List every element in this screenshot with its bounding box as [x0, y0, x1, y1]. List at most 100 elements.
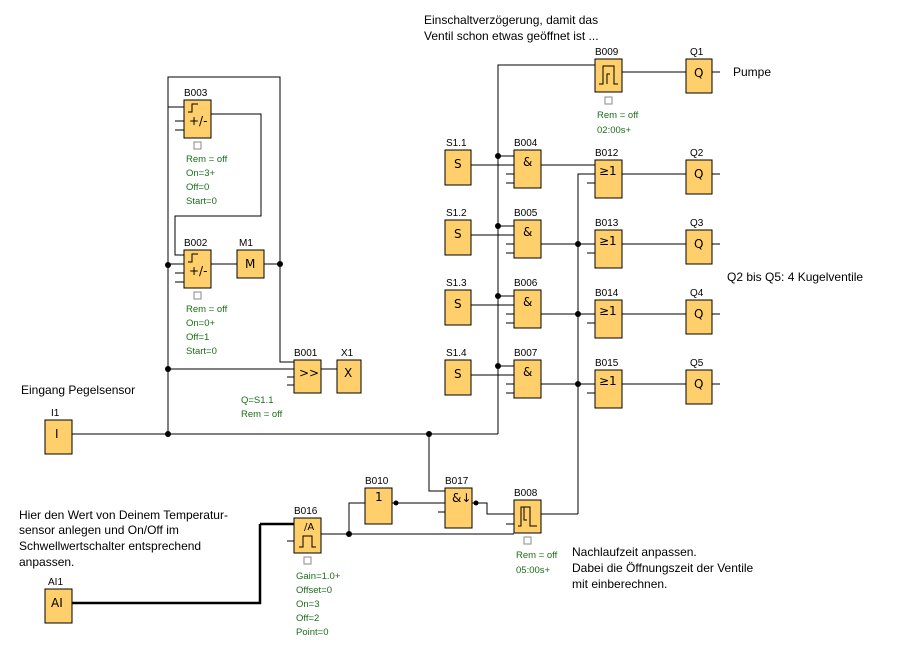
- block-symbol: /A: [304, 522, 314, 533]
- block-label: AI1: [48, 577, 63, 588]
- block-label: S1.3: [446, 278, 467, 289]
- block-label: Q5: [690, 358, 704, 369]
- block-s1-3[interactable]: S1.3 S: [444, 278, 472, 326]
- block-label: B001: [294, 348, 318, 359]
- pumpe-label: Pumpe: [733, 65, 771, 79]
- block-m1[interactable]: M1 M: [236, 238, 265, 279]
- block-label: B016: [294, 506, 318, 517]
- param-text: Start=0: [186, 196, 217, 207]
- block-symbol: S: [454, 367, 462, 381]
- block-symbol: +/-: [189, 264, 207, 278]
- block-label: S1.2: [446, 208, 467, 219]
- block-q5[interactable]: Q5 Q: [685, 358, 713, 405]
- param-text: Rem = off: [241, 409, 283, 420]
- param-text: Gain=1.0+: [296, 571, 341, 582]
- param-text: Rem = off: [186, 154, 228, 165]
- block-symbol: ≥1: [599, 374, 617, 388]
- block-symbol: Q: [694, 377, 703, 391]
- block-b005[interactable]: B005 &: [513, 208, 542, 259]
- temp-note-line1: Hier den Wert von Deinem Temperatur-: [19, 508, 228, 522]
- expand-icon: [604, 96, 613, 105]
- block-q2[interactable]: Q2 Q: [685, 148, 713, 195]
- block-s1-1[interactable]: S1.1 S: [444, 138, 472, 186]
- block-symbol: Q: [694, 237, 703, 251]
- block-symbol: >>: [299, 366, 319, 380]
- block-q4[interactable]: Q4 Q: [685, 288, 713, 335]
- expand-icon: [303, 556, 312, 565]
- block-b015[interactable]: B015 ≥1: [594, 358, 623, 409]
- block-symbol: &: [523, 295, 532, 309]
- block-symbol: &↓: [452, 491, 471, 505]
- block-b003[interactable]: B003 +/- Rem = off On=3+ Off=0 Start=0: [183, 88, 228, 207]
- block-label: B005: [514, 208, 538, 219]
- block-b007[interactable]: B007 &: [513, 348, 542, 399]
- block-b006[interactable]: B006 &: [513, 278, 542, 329]
- expand-icon: [193, 291, 202, 300]
- param-text: Off=0: [186, 182, 209, 193]
- block-label: B004: [514, 138, 538, 149]
- block-b012[interactable]: B012 ≥1: [594, 148, 623, 199]
- block-label: B013: [595, 218, 619, 229]
- block-symbol: S: [454, 227, 462, 241]
- wires: [72, 64, 720, 605]
- param-text: Rem = off: [516, 550, 558, 561]
- block-x1[interactable]: X1 X: [336, 348, 362, 394]
- block-label: Q4: [690, 288, 704, 299]
- block-symbol: ≥1: [599, 304, 617, 318]
- temp-note-line3: Schwellwertschalter entsprechend: [19, 539, 201, 553]
- block-b017[interactable]: B017 &↓: [444, 476, 473, 529]
- block-symbol: M: [245, 257, 255, 271]
- delay-note-line2: Ventil schon etwas geöffnet ist ...: [424, 29, 599, 43]
- block-symbol: S: [454, 157, 462, 171]
- block-label: S1.4: [446, 348, 467, 359]
- block-label: B015: [595, 358, 619, 369]
- block-label: B008: [514, 488, 538, 499]
- block-label: S1.1: [446, 138, 467, 149]
- block-s1-4[interactable]: S1.4 S: [444, 348, 472, 396]
- block-q3[interactable]: Q3 Q: [685, 218, 713, 265]
- ventile-label: Q2 bis Q5: 4 Kugelventile: [727, 270, 863, 284]
- block-i1[interactable]: I1 I: [44, 408, 73, 455]
- block-b010[interactable]: B010 1: [364, 476, 393, 525]
- block-label: B003: [184, 88, 208, 99]
- block-b002[interactable]: B002 +/- Rem = off On=0+ Off=1 Start=0: [183, 238, 228, 357]
- param-text: On=3: [296, 599, 320, 610]
- block-b008[interactable]: B008 Rem = off 05:00s+: [513, 488, 558, 576]
- param-text: 05:00s+: [516, 565, 551, 576]
- block-label: M1: [239, 238, 253, 249]
- block-label: B002: [184, 238, 208, 249]
- param-text: Off=2: [296, 613, 319, 624]
- param-text: On=0+: [186, 318, 216, 329]
- expand-icon: [193, 141, 202, 150]
- block-symbol: S: [454, 297, 462, 311]
- param-text: 02:00s+: [597, 125, 632, 136]
- block-symbol: I: [55, 427, 59, 441]
- temp-note-line2: sensor anlegen und On/Off im: [19, 523, 179, 537]
- block-q1[interactable]: Q1 Q: [685, 47, 713, 94]
- param-text: Offset=0: [296, 585, 332, 596]
- block-b009[interactable]: B009 Rem = off 02:00s+: [594, 47, 639, 136]
- expand-icon: [523, 536, 532, 545]
- block-symbol: +/-: [189, 114, 207, 128]
- block-symbol: ≥1: [599, 164, 617, 178]
- block-label: B014: [595, 288, 619, 299]
- block-b004[interactable]: B004 &: [513, 138, 542, 189]
- block-b016[interactable]: B016 /A Gain=1.0+ Offset=0 On=3 Off=2 Po…: [293, 506, 341, 638]
- eingang-label: Eingang Pegelsensor: [21, 383, 135, 397]
- nach-note-line3: mit einberechnen.: [572, 577, 667, 591]
- block-b001[interactable]: B001 >> Q=S1.1 Rem = off: [241, 348, 322, 420]
- block-symbol: Q: [694, 307, 703, 321]
- block-b013[interactable]: B013 ≥1: [594, 218, 623, 269]
- block-b014[interactable]: B014 ≥1: [594, 288, 623, 339]
- delay-note-line1: Einschaltverzögerung, damit das: [424, 13, 598, 27]
- param-text: Rem = off: [597, 110, 639, 121]
- block-s1-2[interactable]: S1.2 S: [444, 208, 472, 256]
- block-symbol: Q: [694, 167, 703, 181]
- param-text: Point=0: [296, 627, 329, 638]
- block-label: B006: [514, 278, 538, 289]
- block-ai1[interactable]: AI1 AI: [44, 577, 73, 624]
- annotations: Einschaltverzögerung, damit das Ventil s…: [19, 13, 863, 591]
- param-text: Start=0: [186, 346, 217, 357]
- block-symbol: &: [523, 365, 532, 379]
